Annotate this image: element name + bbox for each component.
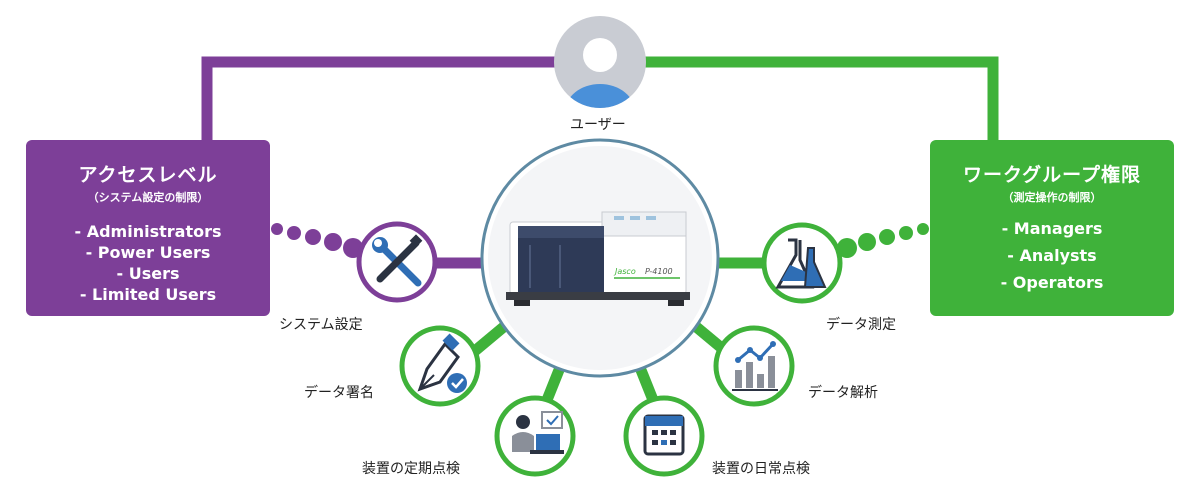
instrument-brand: Jasco [613, 267, 636, 276]
workgroup-list: - Managers - Analysts - Operators [930, 215, 1174, 296]
list-item: - Users [116, 264, 180, 283]
green-dots [837, 223, 929, 258]
green-connector [645, 56, 999, 140]
calendar-icon [643, 414, 685, 456]
daily-check-label: 装置の日常点検 [712, 461, 810, 477]
list-item: - Administrators [74, 222, 222, 241]
data-analysis-node [713, 325, 795, 407]
data-measurement-node [761, 222, 843, 304]
access-level-box: アクセスレベル （システム設定の制限） - Administrators - P… [26, 140, 270, 316]
purple-connector [201, 56, 555, 140]
data-analysis-label: データ解析 [808, 385, 878, 401]
bar-chart-icon [732, 341, 778, 391]
user-label: ユーザー [570, 117, 626, 133]
data-measurement-label: データ測定 [826, 317, 896, 333]
system-settings-node [356, 221, 438, 303]
system-settings-label: システム設定 [279, 317, 363, 333]
purple-dots [271, 223, 363, 258]
list-item: - Managers [1001, 219, 1103, 238]
daily-check-node [623, 395, 705, 477]
list-item: - Limited Users [79, 285, 217, 304]
access-level-list: - Administrators - Power Users - Users -… [26, 221, 270, 305]
list-item: - Analysts [1007, 246, 1097, 265]
periodic-check-node [494, 395, 576, 477]
workgroup-title: ワークグループ権限 [962, 164, 1142, 186]
access-level-title: アクセスレベル [78, 164, 218, 186]
list-item: - Operators [1000, 273, 1104, 292]
instrument-circle: Jasco P-4100 [480, 138, 720, 378]
periodic-check-label: 装置の定期点検 [362, 461, 460, 477]
access-level-subtitle: （システム設定の制限） [87, 191, 209, 204]
flask-icon [775, 238, 827, 289]
data-signature-label: データ署名 [304, 385, 374, 401]
workgroup-permission-box: ワークグループ権限 （測定操作の制限） - Managers - Analyst… [930, 140, 1174, 316]
workgroup-subtitle: （測定操作の制限） [1002, 191, 1102, 204]
user-avatar [554, 16, 646, 108]
spectrometer-image: Jasco P-4100 [506, 211, 690, 306]
pen-nib-icon [417, 333, 467, 393]
data-signature-node [399, 325, 481, 407]
instrument-model: P-4100 [645, 267, 673, 276]
wrench-screwdriver-icon [372, 234, 423, 287]
technician-laptop-icon [512, 411, 564, 454]
list-item: - Power Users [85, 243, 211, 262]
